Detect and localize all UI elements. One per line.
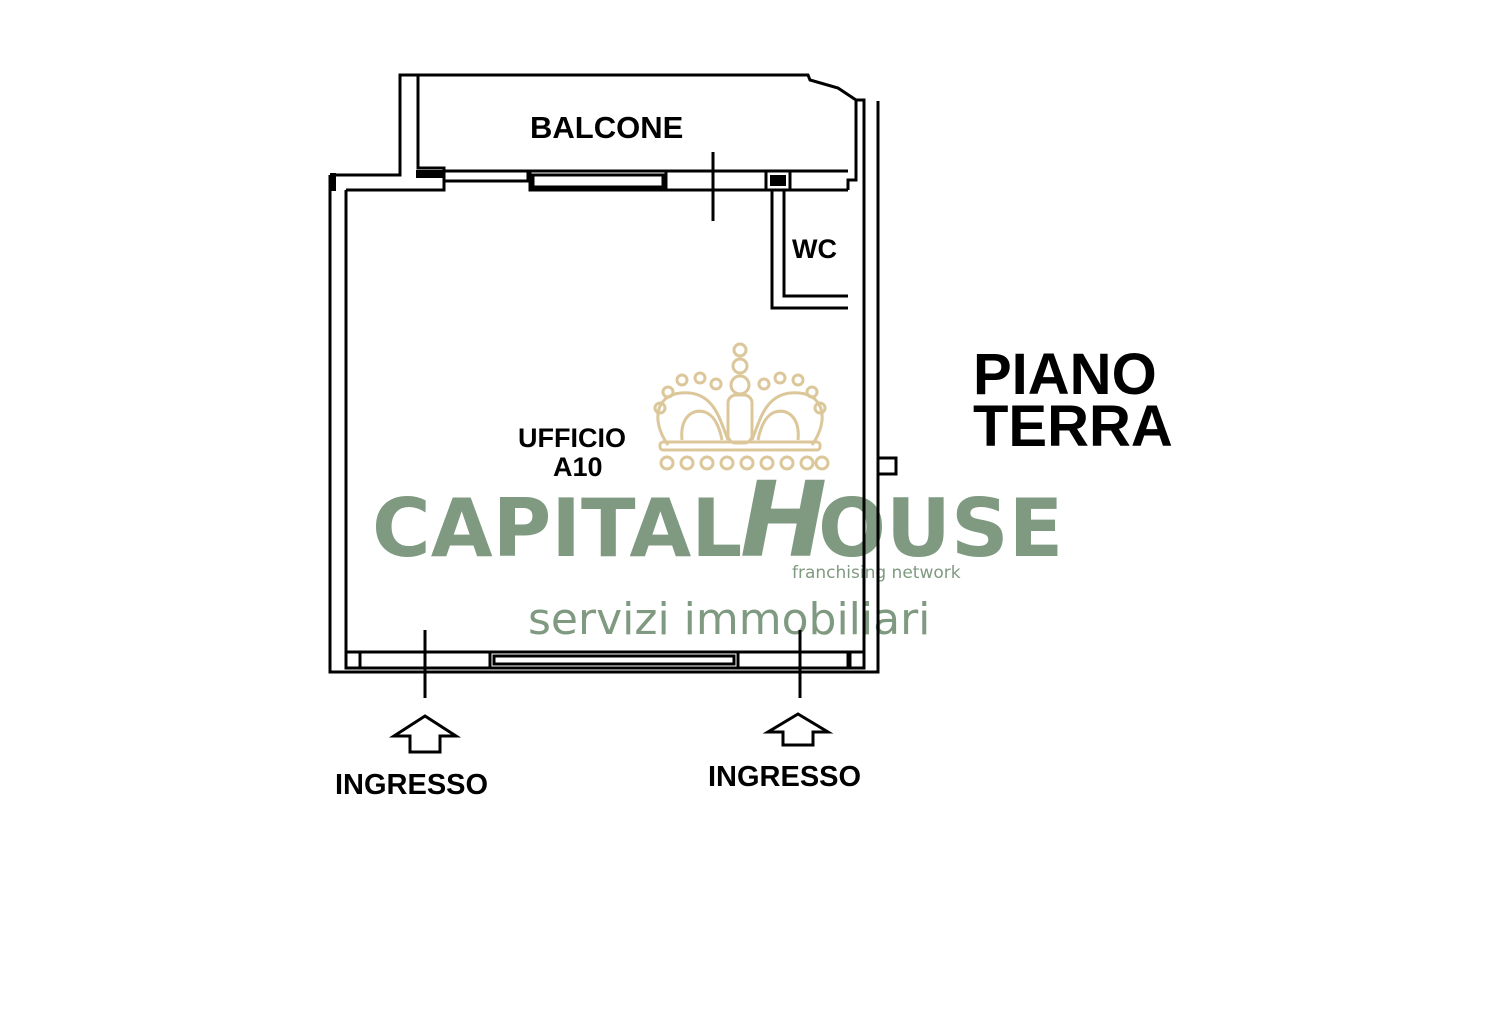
corner-br bbox=[846, 650, 866, 670]
watermark-tagline: franchising network bbox=[792, 563, 961, 583]
exterior-wall-inner bbox=[344, 98, 866, 670]
corner-fill-top bbox=[416, 170, 444, 178]
corner-post-fill bbox=[770, 175, 786, 186]
floor-title-line2: TERRA bbox=[973, 394, 1173, 459]
wc-label: WC bbox=[792, 234, 837, 264]
balcony-label: BALCONE bbox=[530, 110, 683, 145]
wall-fills bbox=[330, 169, 866, 670]
window-top-1 bbox=[442, 169, 530, 183]
watermark-subtitle: servizi immobiliari bbox=[528, 594, 930, 645]
entrance-left-label: INGRESSO bbox=[335, 769, 488, 801]
corner-fill-tl bbox=[330, 173, 336, 191]
arrow-up-icon bbox=[388, 714, 462, 754]
window-top-2 bbox=[528, 169, 668, 192]
entrance-right-label: INGRESSO bbox=[708, 761, 861, 793]
wc-partition bbox=[770, 190, 848, 310]
window-bottom bbox=[488, 650, 740, 670]
watermark-brand-left: CAPITAL bbox=[372, 482, 742, 575]
door-markers bbox=[423, 152, 802, 698]
corner-bl bbox=[344, 650, 362, 670]
window-top-2-inner bbox=[531, 173, 665, 189]
arrow-up-icon bbox=[762, 712, 834, 747]
corner-post bbox=[764, 169, 792, 192]
wall-stub-right bbox=[876, 456, 898, 476]
window-bottom-inner bbox=[492, 654, 736, 666]
floor-title-line1: PIANO bbox=[973, 342, 1157, 407]
office-label-line2: A10 bbox=[553, 452, 603, 482]
watermark-brand-right: OUSE bbox=[818, 482, 1063, 575]
watermark: CAPITAL H OUSE franchising network servi… bbox=[372, 342, 1063, 645]
watermark-brand-h: H bbox=[740, 459, 827, 581]
crown-logo bbox=[653, 342, 830, 471]
office-label-line1: UFFICIO bbox=[518, 423, 626, 453]
exterior-wall-outer bbox=[328, 101, 880, 674]
entrance-arrows bbox=[388, 712, 834, 754]
balcony-outline bbox=[418, 73, 857, 102]
top-wall bbox=[330, 73, 446, 192]
